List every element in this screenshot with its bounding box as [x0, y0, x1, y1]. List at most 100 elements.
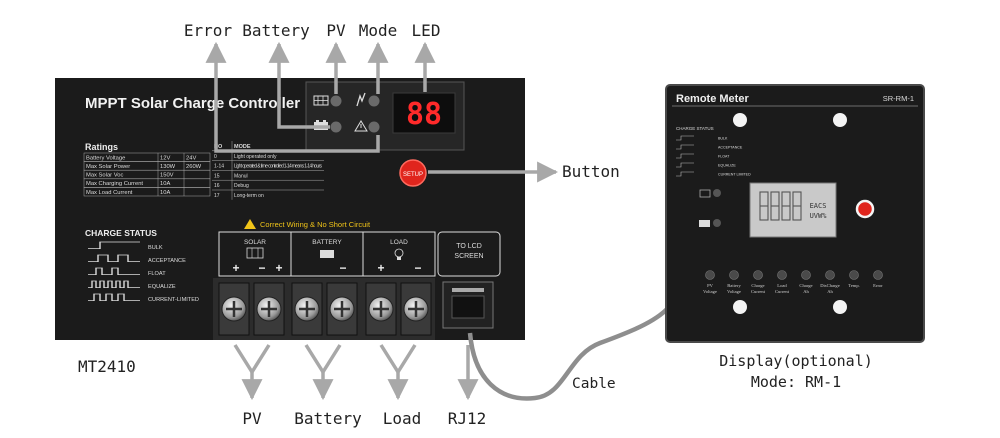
load-terminal-label: LOAD — [390, 239, 408, 246]
remote-indicator-label: Load — [777, 283, 787, 288]
remote-indicator-label: Current — [751, 289, 766, 294]
terminal-block — [213, 278, 435, 340]
remote-indicator-led — [849, 270, 859, 280]
terminal-screws — [218, 282, 432, 336]
remote-indicator-label: DisCharge — [820, 283, 840, 288]
controller-panel: MPPT Solar Charge Controller 88 Ratings — [55, 78, 525, 340]
polarity-plus: + — [232, 261, 239, 275]
polarity-minus: − — [414, 261, 421, 275]
ratings-param: Battery Voltage — [86, 155, 125, 161]
remote-lcd-text-2: UVW% — [810, 212, 828, 220]
remote-meter: Remote Meter SR-RM-1 CHARGE STATUS BULK A… — [665, 84, 925, 343]
remote-status-wave — [676, 171, 694, 177]
mode-table-header-no: NO — [214, 144, 223, 150]
ratings-value-12v: 130W — [160, 164, 176, 170]
remote-indicator-led — [801, 270, 811, 280]
remote-indicator-label: Current — [775, 289, 790, 294]
wiring-warning: Correct Wiring & No Short Circuit — [260, 220, 371, 229]
mode-number: 1-14 — [214, 164, 224, 170]
charge-status-list: BULKACCEPTANCEFLOATEQUALIZECURRENT-LIMIT… — [88, 241, 199, 303]
load-fork — [379, 344, 417, 376]
charge-status-wave — [88, 254, 140, 262]
charge-status-item: BULK — [148, 245, 163, 251]
mode-number: 16 — [214, 183, 220, 189]
lcd-port-label-1: TO LCD — [456, 243, 482, 250]
pv-led — [330, 95, 342, 107]
charge-status-item: FLOAT — [148, 271, 166, 277]
load-bottom-label: Load — [383, 409, 422, 428]
led-label: LED — [412, 21, 441, 40]
remote-indicator-label: Temp. — [848, 283, 860, 288]
mode-number: 0 — [214, 154, 217, 160]
error-arrow — [205, 41, 380, 153]
led-digits: 88 — [406, 97, 442, 132]
lcd-port-frame — [437, 231, 501, 277]
battery-label: Battery — [242, 21, 310, 40]
battery-bottom-label: Battery — [294, 409, 362, 428]
led-display — [392, 92, 456, 134]
warning-triangle-icon — [354, 120, 368, 132]
mount-hole-bottom-right — [833, 300, 847, 314]
button-label: Button — [562, 162, 620, 181]
remote-indicator-label: Voltage — [703, 289, 717, 294]
remote-indicator-led — [705, 270, 715, 280]
remote-meter-title: Remote Meter — [676, 93, 749, 105]
remote-pv-icon — [699, 189, 711, 198]
remote-pv-led — [713, 189, 721, 197]
charge-status-wave — [88, 267, 140, 275]
terminal-battery-icon — [320, 250, 334, 258]
mode-description: Long-term on — [234, 193, 264, 199]
remote-select-button[interactable] — [855, 199, 875, 219]
remote-status-wave — [676, 162, 694, 168]
callout-labels: Error Battery PV Mode LED Button PV Batt… — [78, 21, 873, 428]
battery-fork — [304, 344, 342, 376]
remote-indicator-label: PV — [707, 283, 714, 288]
remote-status-wave — [676, 144, 694, 150]
remote-charge-status-heading: CHARGE STATUS — [676, 126, 714, 131]
remote-status-wave — [676, 153, 694, 159]
remote-indicator-row: PVVoltageBatteryVoltageChargeCurrentLoad… — [703, 270, 883, 294]
mount-hole-top-left — [733, 113, 747, 127]
charge-status-wave — [88, 293, 140, 301]
charge-status-heading: CHARGE STATUS — [85, 228, 157, 238]
mode-description: Light operated & time controlled 1-14 me… — [234, 164, 323, 170]
remote-indicator-label: Charge — [799, 283, 812, 288]
remote-indicator-led — [777, 270, 787, 280]
cable — [467, 306, 670, 401]
setup-button-label: SETUP — [403, 172, 423, 178]
mount-hole-bottom-left — [733, 300, 747, 314]
remote-status-item: BULK — [718, 137, 728, 141]
ratings-value-12v: 10A — [160, 181, 170, 187]
terminal-label-frame — [218, 231, 436, 277]
remote-status-item: ACCEPTANCE — [718, 146, 743, 150]
mode-number: 17 — [214, 193, 220, 199]
ratings-heading: Ratings — [85, 142, 118, 152]
mode-table-header-mode: MODE — [234, 144, 251, 150]
mode-led — [368, 95, 380, 107]
model-label: MT2410 — [78, 357, 136, 376]
charge-status-item: CURRENT-LIMITED — [148, 297, 199, 303]
charge-status-wave — [88, 241, 140, 249]
pv-fork — [233, 344, 271, 376]
ratings-param: Max Charging Current — [86, 181, 143, 187]
remote-battery-icon — [699, 220, 710, 227]
polarity-minus: − — [258, 261, 265, 275]
ratings-param: Max Solar Voc — [86, 173, 123, 179]
setup-button[interactable] — [399, 159, 427, 187]
remote-meter-model: SR-RM-1 — [883, 94, 914, 103]
mount-hole-top-right — [833, 113, 847, 127]
polarity-plus: + — [377, 261, 384, 275]
remote-indicator-label: Battery — [727, 283, 741, 288]
mode-icon — [356, 92, 366, 107]
ratings-value-12v: 12V — [160, 155, 170, 161]
lcd-port-label-2: SCREEN — [454, 253, 483, 260]
remote-status-item: FLOAT — [718, 155, 730, 159]
mode-label: Mode — [359, 21, 398, 40]
remote-indicator-label: Ah — [827, 289, 833, 294]
ratings-value-24v: 24V — [186, 155, 196, 161]
ratings-value-12v: 150V — [160, 173, 174, 179]
mode-number: 15 — [214, 173, 220, 179]
